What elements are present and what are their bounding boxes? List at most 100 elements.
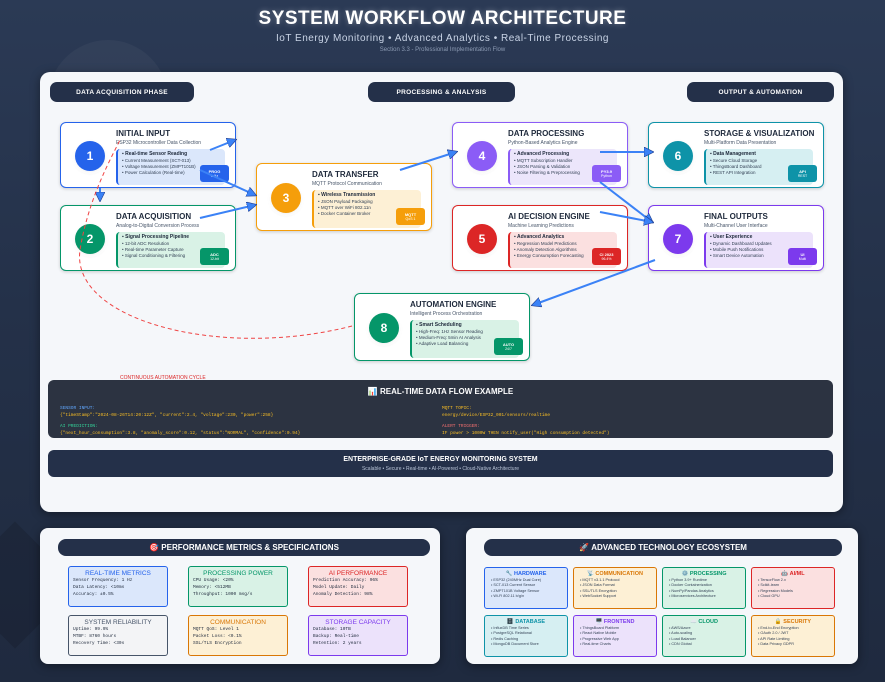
stage-number-badge: 8 xyxy=(369,313,399,343)
stage-tech-badge: API REST xyxy=(788,165,817,182)
tech-title: 🔧 HARDWARE xyxy=(505,571,547,577)
ai-prediction-json: {"next_hour_consumption":3.8, "anomaly_s… xyxy=(60,431,301,436)
tech-line: • InfluxDB Time Series xyxy=(491,626,529,630)
stage-card-7[interactable]: 7 FINAL OUTPUTS Multi-Channel User Inter… xyxy=(648,205,824,271)
alert-trigger-label: ALERT TRIGGER: xyxy=(442,424,480,429)
sensor-input-label: SENSOR INPUT: xyxy=(60,406,96,411)
tech-line: • ZMPT101B Voltage Sensor xyxy=(491,588,540,593)
tech-card-2: 📡 COMMUNICATION • MQTT v3.1.1 Protocol• … xyxy=(573,567,657,609)
tech-line: • Wi-Fi 802.11 b/g/n xyxy=(491,594,525,599)
tech-category-icon: 📡 xyxy=(587,571,594,577)
banner-subtitle: Scalable • Secure • Real-time • AI-Power… xyxy=(361,466,520,472)
detail-icon: ▪ xyxy=(122,234,124,240)
tech-line: • React Native Mobile xyxy=(580,631,617,636)
stage-detail-title: ▪ Advanced Processing xyxy=(514,151,570,157)
tech-title: 🖥️ FRONTEND xyxy=(595,619,635,625)
metric-card-3: AI PERFORMANCE Prediction Accuracy: 96%M… xyxy=(308,566,408,607)
tech-category-icon: 🔒 xyxy=(774,619,782,625)
tech-card-8: 🔒 SECURITY • End-to-End Encryption• OAut… xyxy=(751,615,835,657)
tech-category-icon: ☁️ xyxy=(690,619,697,625)
tech-heading: 🚀 ADVANCED TECHNOLOGY ECOSYSTEM xyxy=(484,539,842,556)
tech-panel: 🚀 ADVANCED TECHNOLOGY ECOSYSTEM 🔧 HARDWA… xyxy=(466,528,858,664)
metric-line: Accuracy: ±0.5% xyxy=(73,592,114,597)
stage-subtitle: ESP32 Microcontroller Data Collection xyxy=(116,140,202,146)
stage-number-badge: 3 xyxy=(271,183,301,213)
stage-card-1[interactable]: 1 INITIAL INPUT ESP32 Microcontroller Da… xyxy=(60,122,236,188)
stage-detail-bullet: • REST API Integration xyxy=(710,170,756,175)
detail-icon: ▪ xyxy=(710,234,712,240)
tech-line: • API Rate Limiting xyxy=(758,636,790,641)
stage-detail-bullet: • Secure Cloud Storage xyxy=(710,158,758,163)
metric-line: Packet Loss: <0.1% xyxy=(193,634,242,639)
automation-cycle-label: CONTINUOUS AUTOMATION CYCLE xyxy=(120,375,206,381)
tech-title: 🤖 AI/ML xyxy=(781,571,805,577)
stage-number-badge: 4 xyxy=(467,141,497,171)
tech-line: • End-to-End Encryption xyxy=(758,626,799,630)
metric-line: Uptime: 99.9% xyxy=(73,627,109,632)
tech-card-4: 🤖 AI/ML • TensorFlow 2.x• Scikit-learn• … xyxy=(751,567,835,609)
metric-title: REAL-TIME METRICS xyxy=(85,570,151,577)
metric-title: COMMUNICATION xyxy=(210,619,266,626)
stage-detail-bullet: • Energy Consumption Forecasting xyxy=(514,253,584,258)
dataflow-example-panel: 📊 REAL-TIME DATA FLOW EXAMPLE SENSOR INP… xyxy=(48,380,833,438)
tech-category-icon: 🔧 xyxy=(505,571,513,577)
stage-card-4[interactable]: 4 DATA PROCESSING Python-Based Analytics… xyxy=(452,122,628,188)
stage-title: FINAL OUTPUTS xyxy=(704,212,768,221)
tech-card-3: ⚙️ PROCESSING • Python 3.9+ Runtime• Doc… xyxy=(662,567,746,609)
sensor-input-json: {"timeStamp":"2024-08-26T14:20:12Z", "cu… xyxy=(60,413,274,418)
stage-tech-badge: AUTO 24/7 xyxy=(494,338,523,355)
stage-title: DATA ACQUISITION xyxy=(116,212,192,221)
metric-line: Prediction Accuracy: 96% xyxy=(313,578,378,583)
stage-detail-bullet: • Medium-Freq: 5min AI Analysis xyxy=(416,335,481,340)
detail-icon: ▪ xyxy=(122,151,124,157)
enterprise-banner: ENTERPRISE-GRADE IoT ENERGY MONITORING S… xyxy=(48,450,833,477)
stage-number-badge: 1 xyxy=(75,141,105,171)
tech-line: • Python 3.9+ Runtime xyxy=(669,578,707,582)
metric-title: PROCESSING POWER xyxy=(203,570,273,577)
stage-title: AI DECISION ENGINE xyxy=(508,212,590,221)
tech-line: • NumPy/Pandas Analytics xyxy=(669,588,714,593)
tech-line: • Cloud GPU xyxy=(758,594,780,599)
metric-line: MTBF: 8760 hours xyxy=(73,634,117,639)
tech-category-icon: 🖥️ xyxy=(595,619,603,625)
tech-line: • ThingsBoard Platform xyxy=(580,626,620,630)
tech-line: • Microservices Architecture xyxy=(669,594,716,599)
stage-detail-title: ▪ Data Management xyxy=(710,151,756,157)
stage-card-6[interactable]: 6 STORAGE & VISUALIZATION Multi-Platform… xyxy=(648,122,824,188)
tech-card-7: ☁️ CLOUD • AWS/Azure• Auto-scaling• Load… xyxy=(662,615,746,657)
stage-subtitle: Analog-to-Digital Conversion Process xyxy=(116,223,200,229)
metric-line: Backup: Real-time xyxy=(313,634,359,639)
stage-card-5[interactable]: 5 AI DECISION ENGINE Machine Learning Pr… xyxy=(452,205,628,271)
stage-detail-bullet: • ThingsBoard Dashboard xyxy=(710,164,762,169)
stage-subtitle: Python-Based Analytics Engine xyxy=(508,140,578,146)
tech-line: • Real-time Charts xyxy=(580,642,611,647)
page-title: SYSTEM WORKFLOW ARCHITECTURE xyxy=(258,8,627,29)
stage-card-8[interactable]: 8 AUTOMATION ENGINE Intelligent Process … xyxy=(354,293,530,361)
stage-card-2[interactable]: 2 DATA ACQUISITION Analog-to-Digital Con… xyxy=(60,205,236,271)
detail-icon: ▪ xyxy=(514,151,516,157)
tech-line: • Auto-scaling xyxy=(669,631,693,636)
tech-line: • Redis Caching xyxy=(491,636,519,641)
stage-detail-bullet: • High-Freq: 1Hz Sensor Reading xyxy=(416,329,483,334)
stage-detail-bullet: • Smart Device Automation xyxy=(710,253,764,258)
stage-detail-title: ▪ User Experience xyxy=(710,234,753,240)
metrics-heading: 🎯 PERFORMANCE METRICS & SPECIFICATIONS xyxy=(58,539,430,556)
stage-card-3[interactable]: 3 DATA TRANSFER MQTT Protocol Communicat… xyxy=(256,163,432,231)
tech-line: • WebSocket Support xyxy=(580,594,617,599)
tech-category-icon: 🗄️ xyxy=(506,619,514,625)
tech-line: • SCT-013 Current Sensor xyxy=(491,583,536,588)
stage-title: DATA PROCESSING xyxy=(508,129,585,138)
stage-subtitle: Multi-Channel User Interface xyxy=(704,223,768,229)
metric-card-4: SYSTEM RELIABILITY Uptime: 99.9%MTBF: 87… xyxy=(68,615,168,656)
stage-detail-title: ▪ Real-time Sensor Reading xyxy=(122,151,188,157)
metric-line: Sensor Frequency: 1 Hz xyxy=(73,578,133,583)
tech-card-1: 🔧 HARDWARE • ESP32 (240MHz Dual Core)• S… xyxy=(484,567,568,609)
tech-title: 🔒 SECURITY xyxy=(774,619,812,625)
stage-number-badge: 7 xyxy=(663,224,693,254)
phase-label-acquisition: DATA ACQUISITION PHASE xyxy=(50,82,194,102)
stage-detail-bullet: • Anomaly Detection Algorithms xyxy=(514,247,577,252)
tech-category-icon: 🤖 xyxy=(781,571,789,577)
tech-line: • AWS/Azure xyxy=(669,626,691,630)
stage-title: INITIAL INPUT xyxy=(116,129,171,138)
